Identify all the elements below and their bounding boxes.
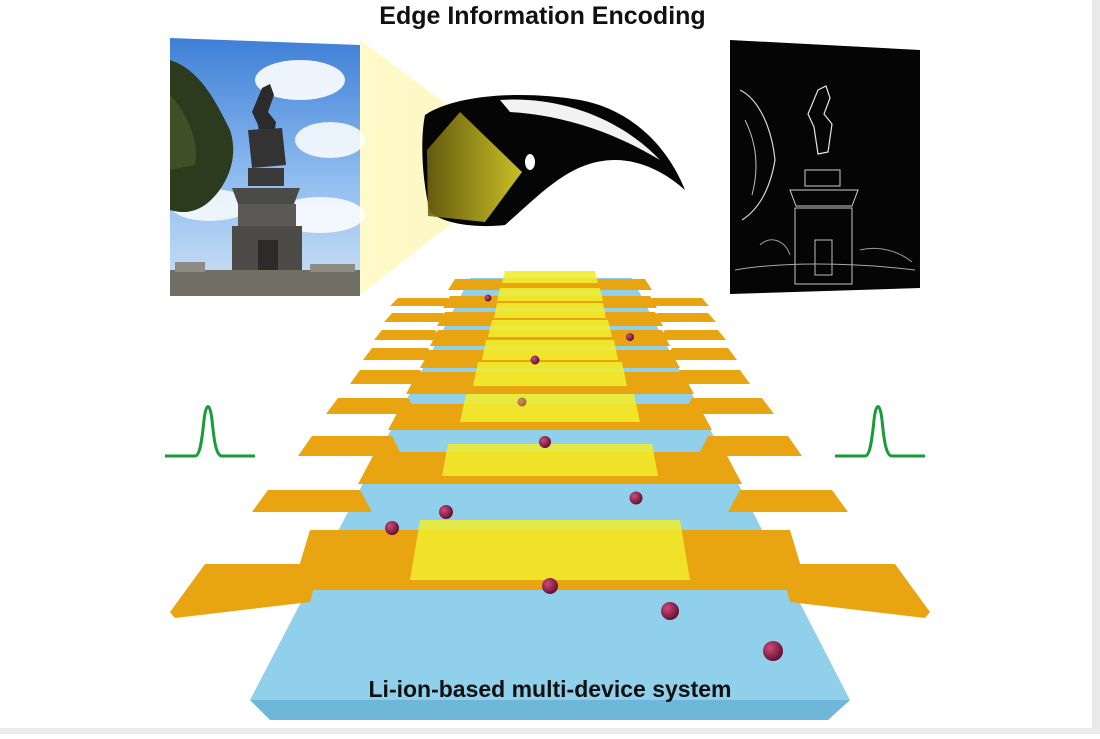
li-ion <box>531 356 540 365</box>
bottom-border <box>0 728 1100 734</box>
input-photo <box>170 38 365 296</box>
li-ion <box>485 295 492 302</box>
li-ion <box>630 492 643 505</box>
output-edge-map <box>730 40 920 294</box>
figure-title: Edge Information Encoding <box>0 2 1085 31</box>
li-ion <box>539 436 551 448</box>
li-ion <box>518 398 527 407</box>
li-ion <box>626 333 634 341</box>
spike-signal-icon <box>165 407 255 457</box>
eye-icon <box>422 95 685 226</box>
li-ion <box>661 602 679 620</box>
li-ion <box>763 641 783 661</box>
spike-signal-icon <box>835 407 925 457</box>
right-border <box>1092 0 1100 734</box>
li-ion <box>385 521 399 535</box>
li-ion <box>542 578 558 594</box>
figure-caption: Li-ion-based multi-device system <box>255 676 845 703</box>
li-ion <box>439 505 453 519</box>
device-stack <box>170 271 930 720</box>
